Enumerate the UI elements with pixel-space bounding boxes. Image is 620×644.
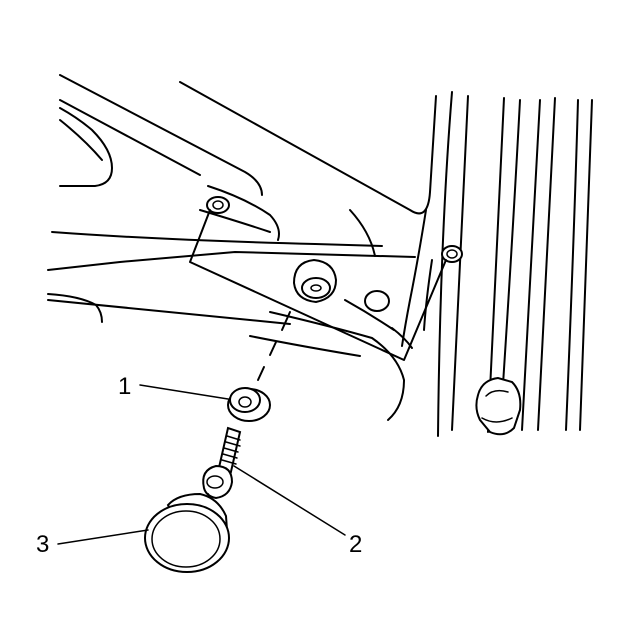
leader-line-1 bbox=[139, 384, 229, 400]
right-mounting-hole bbox=[441, 245, 463, 263]
panel-bumper-stop bbox=[292, 258, 338, 304]
door-frame-lines bbox=[401, 91, 593, 437]
body-panel-outline bbox=[47, 74, 437, 421]
door-bumper bbox=[475, 376, 522, 436]
threaded-stud-part bbox=[202, 426, 242, 503]
mounting-holes bbox=[206, 196, 463, 312]
callout-label-3: 3 bbox=[36, 531, 49, 558]
bumper-cap-part bbox=[144, 492, 230, 573]
leader-line-2 bbox=[233, 465, 346, 536]
bracket-leader-lines bbox=[189, 209, 447, 361]
left-mounting-hole bbox=[206, 196, 230, 214]
assembly-centerline bbox=[257, 311, 291, 381]
callout-label-2: 2 bbox=[349, 531, 362, 558]
callout-leaders bbox=[57, 384, 346, 545]
washer-part bbox=[227, 387, 271, 422]
callout-label-1: 1 bbox=[118, 373, 131, 400]
leader-line-3 bbox=[57, 529, 149, 545]
small-plug-hole bbox=[364, 290, 390, 312]
